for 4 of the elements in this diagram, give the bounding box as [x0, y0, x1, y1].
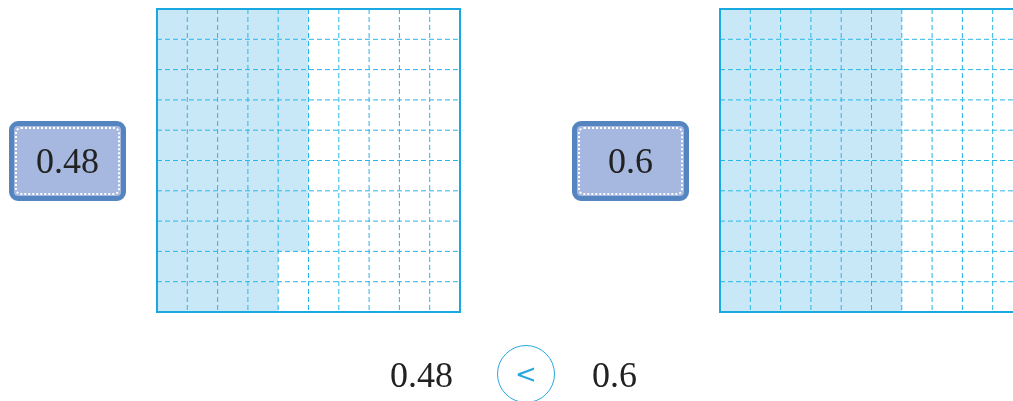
number-card: 0.6	[572, 121, 689, 201]
number-label: 0.6	[592, 357, 637, 393]
number-label: 0.48	[390, 357, 453, 393]
number-card: 0.48	[9, 121, 126, 201]
